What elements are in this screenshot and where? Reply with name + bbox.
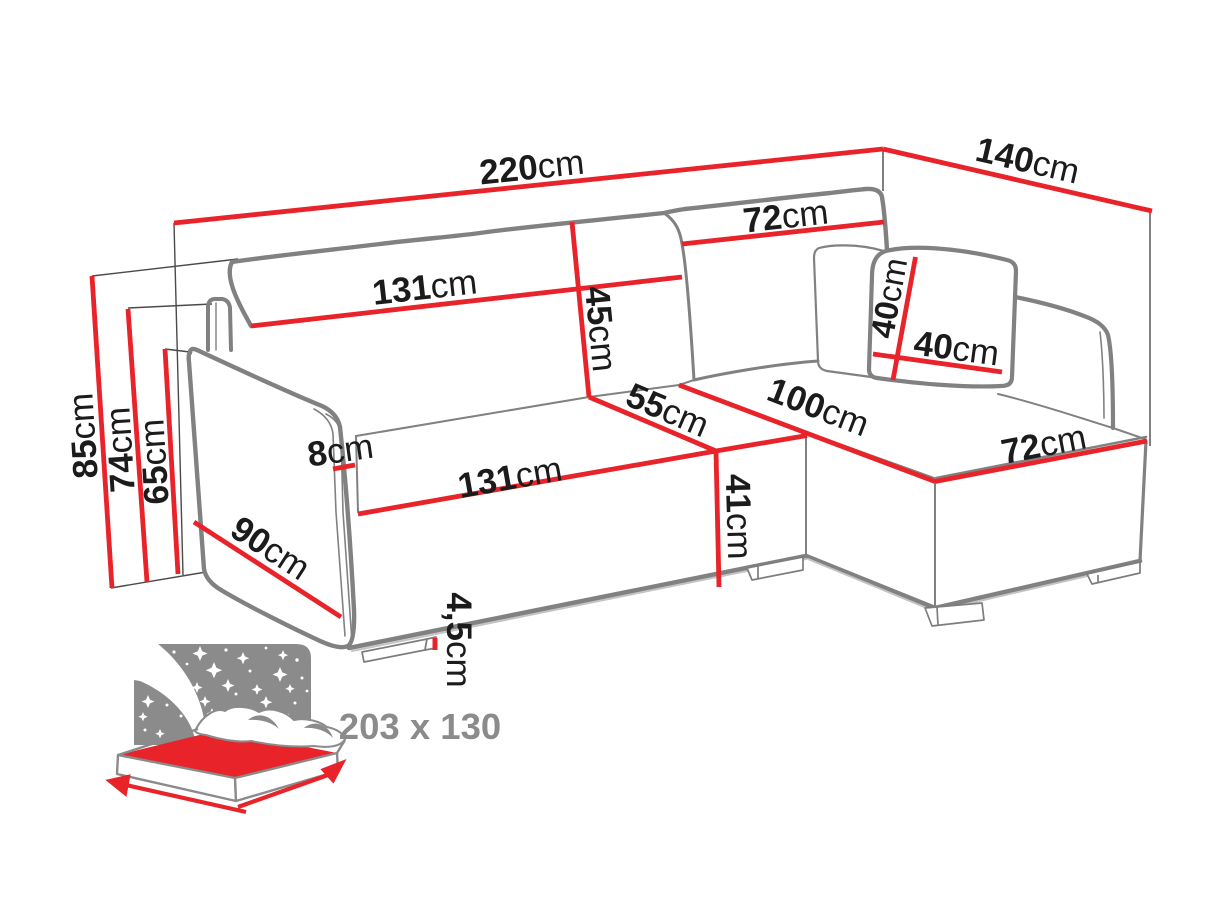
svg-text:220cm: 220cm <box>478 143 587 193</box>
svg-text:8cm: 8cm <box>305 427 376 475</box>
svg-text:40cm: 40cm <box>863 255 914 341</box>
svg-text:40cm: 40cm <box>912 324 1002 374</box>
svg-text:65cm: 65cm <box>132 418 176 506</box>
svg-text:45cm: 45cm <box>577 284 624 373</box>
svg-text:72cm: 72cm <box>998 417 1089 472</box>
svg-text:41cm: 41cm <box>718 473 760 560</box>
svg-text:72cm: 72cm <box>741 192 830 240</box>
svg-text:4,5cm: 4,5cm <box>439 592 478 687</box>
svg-text:74cm: 74cm <box>98 406 142 494</box>
svg-text:131cm: 131cm <box>370 262 479 312</box>
svg-text:85cm: 85cm <box>61 392 105 480</box>
svg-text:203 x 130: 203 x 130 <box>339 706 501 747</box>
